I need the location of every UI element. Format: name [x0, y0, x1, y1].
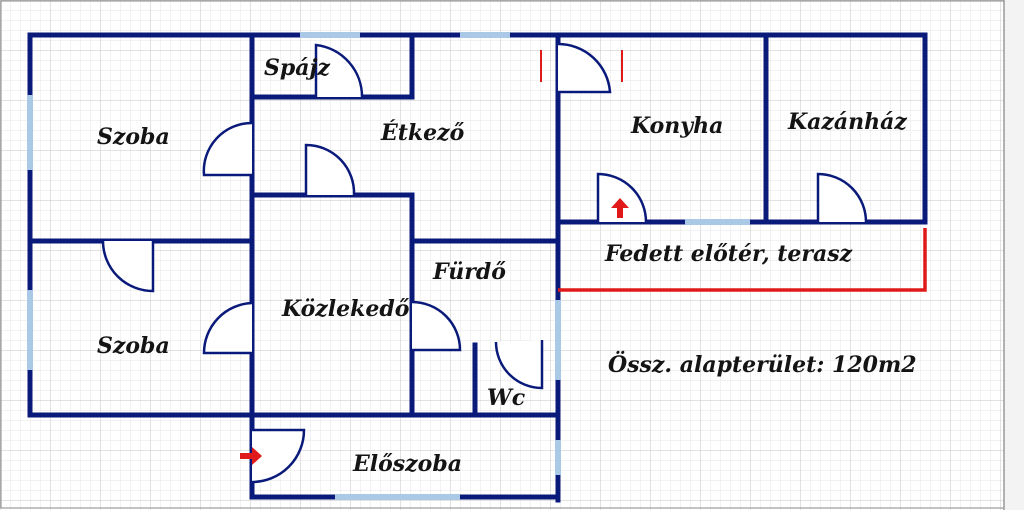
door-konyha	[596, 172, 648, 223]
door-etkezo	[304, 143, 356, 196]
label-szoba-top: Szoba	[97, 124, 170, 150]
door-kazanhaz	[816, 172, 868, 223]
door-konyha-top	[557, 42, 612, 94]
label-eloszoba: Előszoba	[352, 451, 462, 477]
doors	[101, 42, 868, 484]
door-szoba-top	[202, 121, 253, 177]
label-etkezo: Étkező	[380, 119, 465, 146]
door-wc	[494, 340, 544, 390]
entrance-arrows	[240, 198, 629, 465]
label-spajz: Spájz	[264, 55, 330, 81]
konyha-top-jambs	[540, 50, 623, 82]
label-kozlekedo: Közlekedő	[281, 296, 410, 322]
door-furdo	[411, 300, 462, 352]
label-fedett: Fedett előtér, terasz	[604, 241, 853, 267]
terrace-outline	[558, 228, 927, 292]
label-kazanhaz: Kazánház	[787, 109, 907, 135]
label-szoba-bottom: Szoba	[97, 333, 170, 359]
arrow-up-icon	[611, 198, 629, 218]
label-area: Össz. alapterület: 120m2	[608, 350, 917, 378]
arrow-right-icon	[240, 447, 262, 465]
door-spajz	[314, 43, 364, 98]
door-kozlekedo-left	[202, 301, 253, 355]
door-eloszoba	[251, 428, 306, 484]
label-wc: Wc	[487, 385, 526, 411]
label-furdo: Fürdő	[432, 259, 506, 285]
door-szoba-bottom	[101, 240, 155, 293]
right-edge-bar	[1004, 0, 1024, 510]
windows	[27, 32, 750, 500]
label-konyha: Konyha	[630, 113, 723, 139]
